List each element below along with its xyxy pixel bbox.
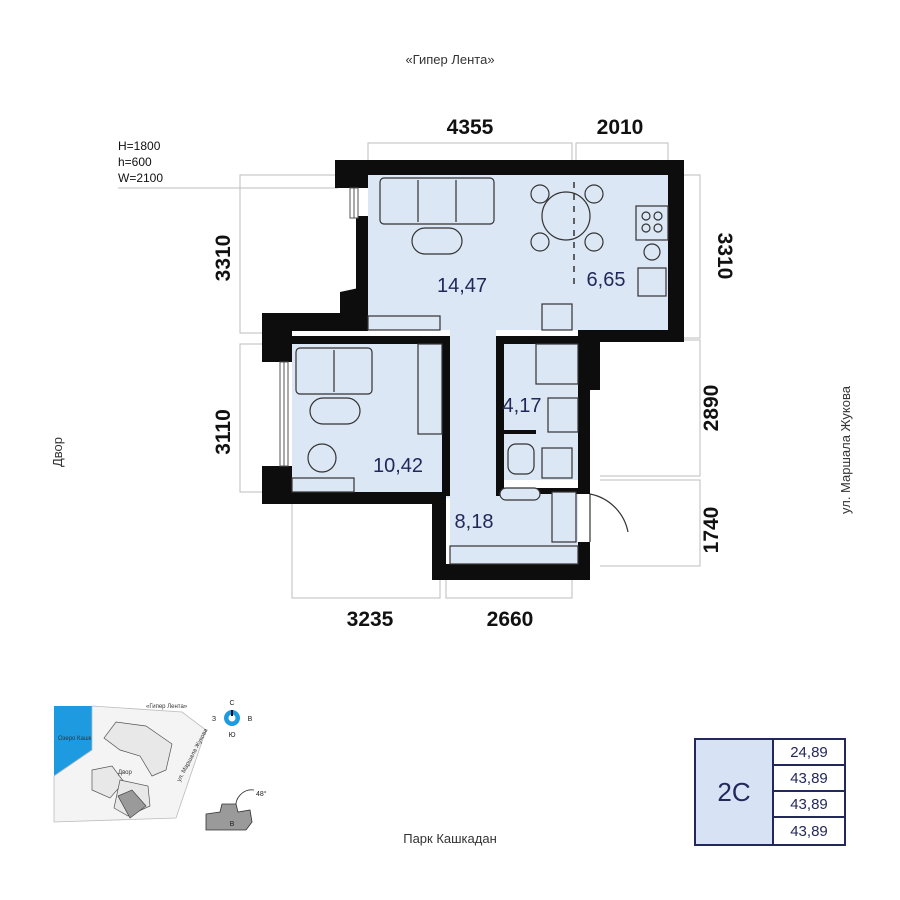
dim-left-upper: 3310 <box>212 235 235 282</box>
minimap-lake-label: Озеро Кашкадан <box>58 736 105 742</box>
site-minimap: Озеро Кашкадан «Гипер Лента» Двор ул. Ма… <box>53 704 210 823</box>
dim-top-left: 4355 <box>447 116 494 139</box>
dim-top-right: 2010 <box>597 116 644 139</box>
orientation-angle: 48° <box>256 790 267 798</box>
room-area-bathroom: 4,17 <box>503 395 542 417</box>
compass-east: В <box>248 716 253 723</box>
room-area-hall: 8,18 <box>455 511 494 533</box>
street-right: ул. Маршала Жукова <box>838 385 853 514</box>
street-left: Двор <box>50 437 65 467</box>
compass: С Ю З В <box>212 700 253 739</box>
entrance-door <box>589 493 629 542</box>
dim-bottom-right: 2660 <box>487 608 534 631</box>
window-spec-width: W=2100 <box>118 171 163 185</box>
room-area-kitchen: 6,65 <box>587 269 626 291</box>
apartment-type: 2С <box>696 740 774 844</box>
street-bottom: Парк Кашкадан <box>403 831 497 846</box>
minimap-yard-label: Двор <box>118 770 133 776</box>
apartment-area-2: 43,89 <box>774 766 844 792</box>
section-label: В <box>230 821 235 828</box>
apartment-area-4: 43,89 <box>790 822 828 840</box>
compass-south: Ю <box>228 732 235 739</box>
compass-north: С <box>229 700 234 707</box>
apartment-area-3: 43,89 <box>774 792 844 818</box>
apartment-area-1: 24,89 <box>774 740 844 766</box>
dim-right-middle: 2890 <box>700 385 723 432</box>
dim-left-lower: 3110 <box>212 409 235 455</box>
windows <box>279 187 359 467</box>
lake-shape <box>54 706 98 776</box>
room-area-living: 14,47 <box>437 275 487 297</box>
apartment-summary: 2С 24,89 43,89 43,89 43,89 <box>694 738 846 846</box>
dim-right-upper: 3310 <box>713 233 736 280</box>
room-area-bedroom: 10,42 <box>373 455 423 477</box>
section-orientation: 48° В <box>205 789 267 831</box>
dim-bottom-left: 3235 <box>347 608 394 631</box>
minimap-top-label: «Гипер Лента» <box>146 704 188 710</box>
street-top: «Гипер Лента» <box>405 52 494 67</box>
walls <box>262 160 684 580</box>
window-spec-height: H=1800 <box>118 139 161 153</box>
dim-right-lower: 1740 <box>700 507 723 554</box>
furniture <box>291 177 669 565</box>
window-spec-sill: h=600 <box>118 155 152 169</box>
compass-west: З <box>212 716 216 723</box>
